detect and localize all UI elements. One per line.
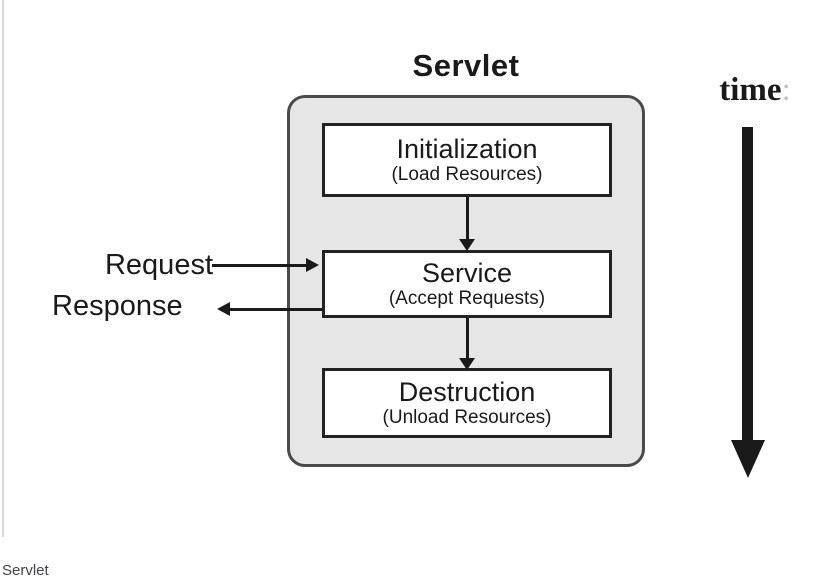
stage-name-destruction: Destruction	[398, 376, 536, 407]
arrow-service-to-destruction-head-icon	[459, 358, 475, 370]
stage-box-initialization: Initialization (Load Resources)	[322, 123, 612, 197]
arrow-init-to-service-head-icon	[459, 239, 475, 251]
time-arrow-head-icon	[731, 440, 765, 478]
stage-box-destruction: Destruction (Unload Resources)	[322, 368, 612, 438]
stage-subtitle-service: (Accept Requests)	[388, 288, 546, 310]
time-label-suffix: :	[781, 72, 791, 108]
response-label: Response	[52, 290, 183, 322]
response-arrow-head-icon	[217, 302, 230, 316]
time-arrow-shaft	[742, 127, 753, 441]
figure-caption: Servlet	[2, 562, 49, 579]
arrow-init-to-service-line	[466, 197, 469, 240]
request-arrow-line	[212, 264, 307, 267]
arrow-service-to-destruction-line	[466, 318, 469, 359]
response-arrow-line	[230, 308, 323, 311]
stage-name-service: Service	[421, 257, 513, 288]
stage-subtitle-initialization: (Load Resources)	[391, 164, 543, 186]
stage-box-service: Service (Accept Requests)	[322, 250, 612, 318]
figure-left-edge-line	[2, 0, 4, 537]
stage-subtitle-destruction: (Unload Resources)	[382, 407, 552, 429]
request-arrow-head-icon	[306, 258, 319, 272]
request-label: Request	[104, 249, 213, 281]
stage-name-initialization: Initialization	[396, 133, 538, 164]
diagram-title: Servlet	[412, 48, 520, 83]
time-label: time:	[700, 72, 810, 109]
time-label-text: time	[719, 72, 782, 108]
